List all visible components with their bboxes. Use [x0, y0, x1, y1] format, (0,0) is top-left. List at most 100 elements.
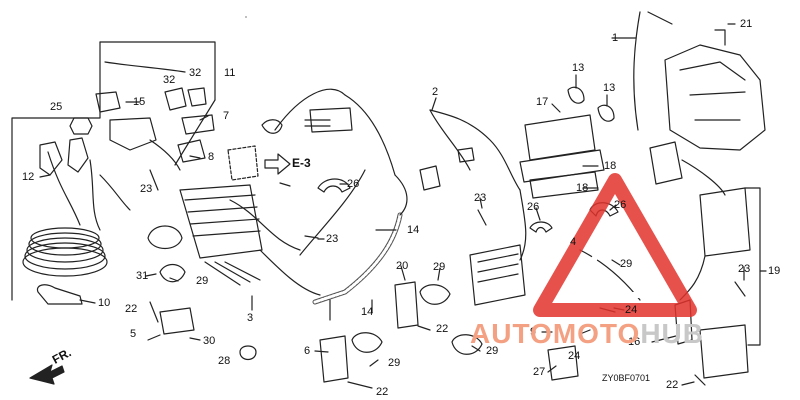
- callout-number: 1: [612, 32, 619, 44]
- callout-number: 5: [130, 328, 137, 340]
- plate: [519, 149, 605, 183]
- callout-number: 2: [432, 86, 439, 98]
- callout-number: 26: [614, 199, 627, 211]
- frame-line: [744, 187, 761, 346]
- watermark-logo: [533, 173, 697, 317]
- main-harness: [179, 88, 396, 296]
- nut: [69, 117, 93, 135]
- callout-number: 19: [768, 265, 781, 277]
- callout-number: 21: [740, 18, 753, 30]
- callout-number: 14: [407, 224, 420, 236]
- callout-number: 24: [568, 350, 581, 362]
- corrugated-tube: [312, 212, 403, 305]
- bolt: [734, 281, 746, 297]
- callout-number: 17: [536, 96, 549, 108]
- plate: [529, 171, 599, 199]
- callout-number: 23: [140, 183, 153, 195]
- coiled-cable: [22, 151, 108, 277]
- bracket: [394, 281, 419, 329]
- band-clamp: [529, 221, 553, 233]
- bracket: [177, 139, 206, 163]
- callout-number: 29: [196, 275, 209, 287]
- callout-number: 23: [474, 192, 487, 204]
- lead-wire: [104, 61, 186, 73]
- regulator: [469, 244, 526, 306]
- front-arrow: [29, 364, 65, 385]
- lead-wire: [519, 189, 527, 261]
- bolt: [477, 209, 487, 226]
- callout-number: 4: [570, 236, 577, 248]
- bracket: [319, 335, 349, 383]
- diagram-code: ZY0BF0701: [602, 373, 651, 383]
- connector: [419, 165, 441, 191]
- band-clamp: [351, 332, 383, 353]
- callout-number: 9: [530, 326, 537, 338]
- callout-number: 22: [125, 303, 138, 315]
- callout-number: 8: [208, 151, 215, 163]
- bolt: [149, 301, 159, 323]
- band-clamp: [159, 263, 186, 283]
- callout-number: 22: [666, 379, 679, 391]
- callout-number: 30: [203, 335, 216, 347]
- band-clamp: [419, 284, 451, 305]
- callout-number: 20: [396, 260, 409, 272]
- callout-number: 32: [163, 74, 176, 86]
- bracket: [181, 114, 215, 135]
- callout-number: 25: [50, 101, 63, 113]
- lead-wire: [99, 174, 131, 211]
- frame-line: [99, 41, 216, 101]
- callout-number: 6: [304, 345, 311, 357]
- bolt: [304, 235, 319, 239]
- ref-arrow: [264, 153, 291, 175]
- callout-number: 3: [247, 312, 254, 324]
- watermark-left: AUTOMOTO: [470, 318, 641, 349]
- lead-wire: [429, 109, 471, 171]
- frame-line: [11, 41, 101, 301]
- callout-number: 29: [486, 345, 499, 357]
- watermark-right: HUB: [640, 318, 704, 349]
- callout-number: 12: [22, 171, 35, 183]
- callout-number: 13: [603, 82, 616, 94]
- clip: [95, 91, 121, 113]
- callout-number: 11: [224, 67, 236, 79]
- cdi-unit: [699, 187, 751, 257]
- watermark-text: AUTOMOTOHUB: [470, 318, 704, 350]
- callout-number: 16: [628, 336, 641, 348]
- clip: [567, 86, 585, 104]
- bolt: [149, 169, 159, 191]
- callout-number: 27: [533, 366, 546, 378]
- callout-number: 29: [388, 357, 401, 369]
- band-clamp: [317, 178, 351, 193]
- coil: [109, 117, 157, 151]
- switch-body: [227, 145, 259, 181]
- callout-number: 7: [223, 110, 230, 122]
- callout-number: 14: [361, 306, 374, 318]
- band-clamp: [451, 334, 483, 355]
- lead-wire: [394, 174, 408, 216]
- throttle-cable: [633, 11, 641, 131]
- engine-block: [664, 29, 766, 151]
- lead-wire: [149, 139, 181, 171]
- callout-number: 18: [604, 160, 617, 172]
- bracket: [159, 307, 195, 335]
- callout-number: 13: [572, 62, 585, 74]
- ring-terminal: [36, 284, 83, 305]
- bracket: [164, 87, 187, 111]
- cdi-unit: [699, 324, 749, 379]
- callout-number: 29: [433, 261, 446, 273]
- callout-number: 22: [436, 323, 449, 335]
- bolt: [417, 325, 431, 331]
- callout-number: 29: [620, 258, 633, 270]
- connector: [457, 147, 475, 163]
- lead-wire: [429, 109, 521, 191]
- callout-number: 32: [189, 67, 202, 79]
- lead-wire: [681, 159, 726, 196]
- plug-cap: [67, 137, 89, 173]
- bracket: [187, 87, 207, 107]
- callout-number: 15: [133, 96, 146, 108]
- callout-number: 28: [218, 355, 231, 367]
- callout-number: 10: [98, 297, 111, 309]
- ignition-coil: [649, 141, 683, 185]
